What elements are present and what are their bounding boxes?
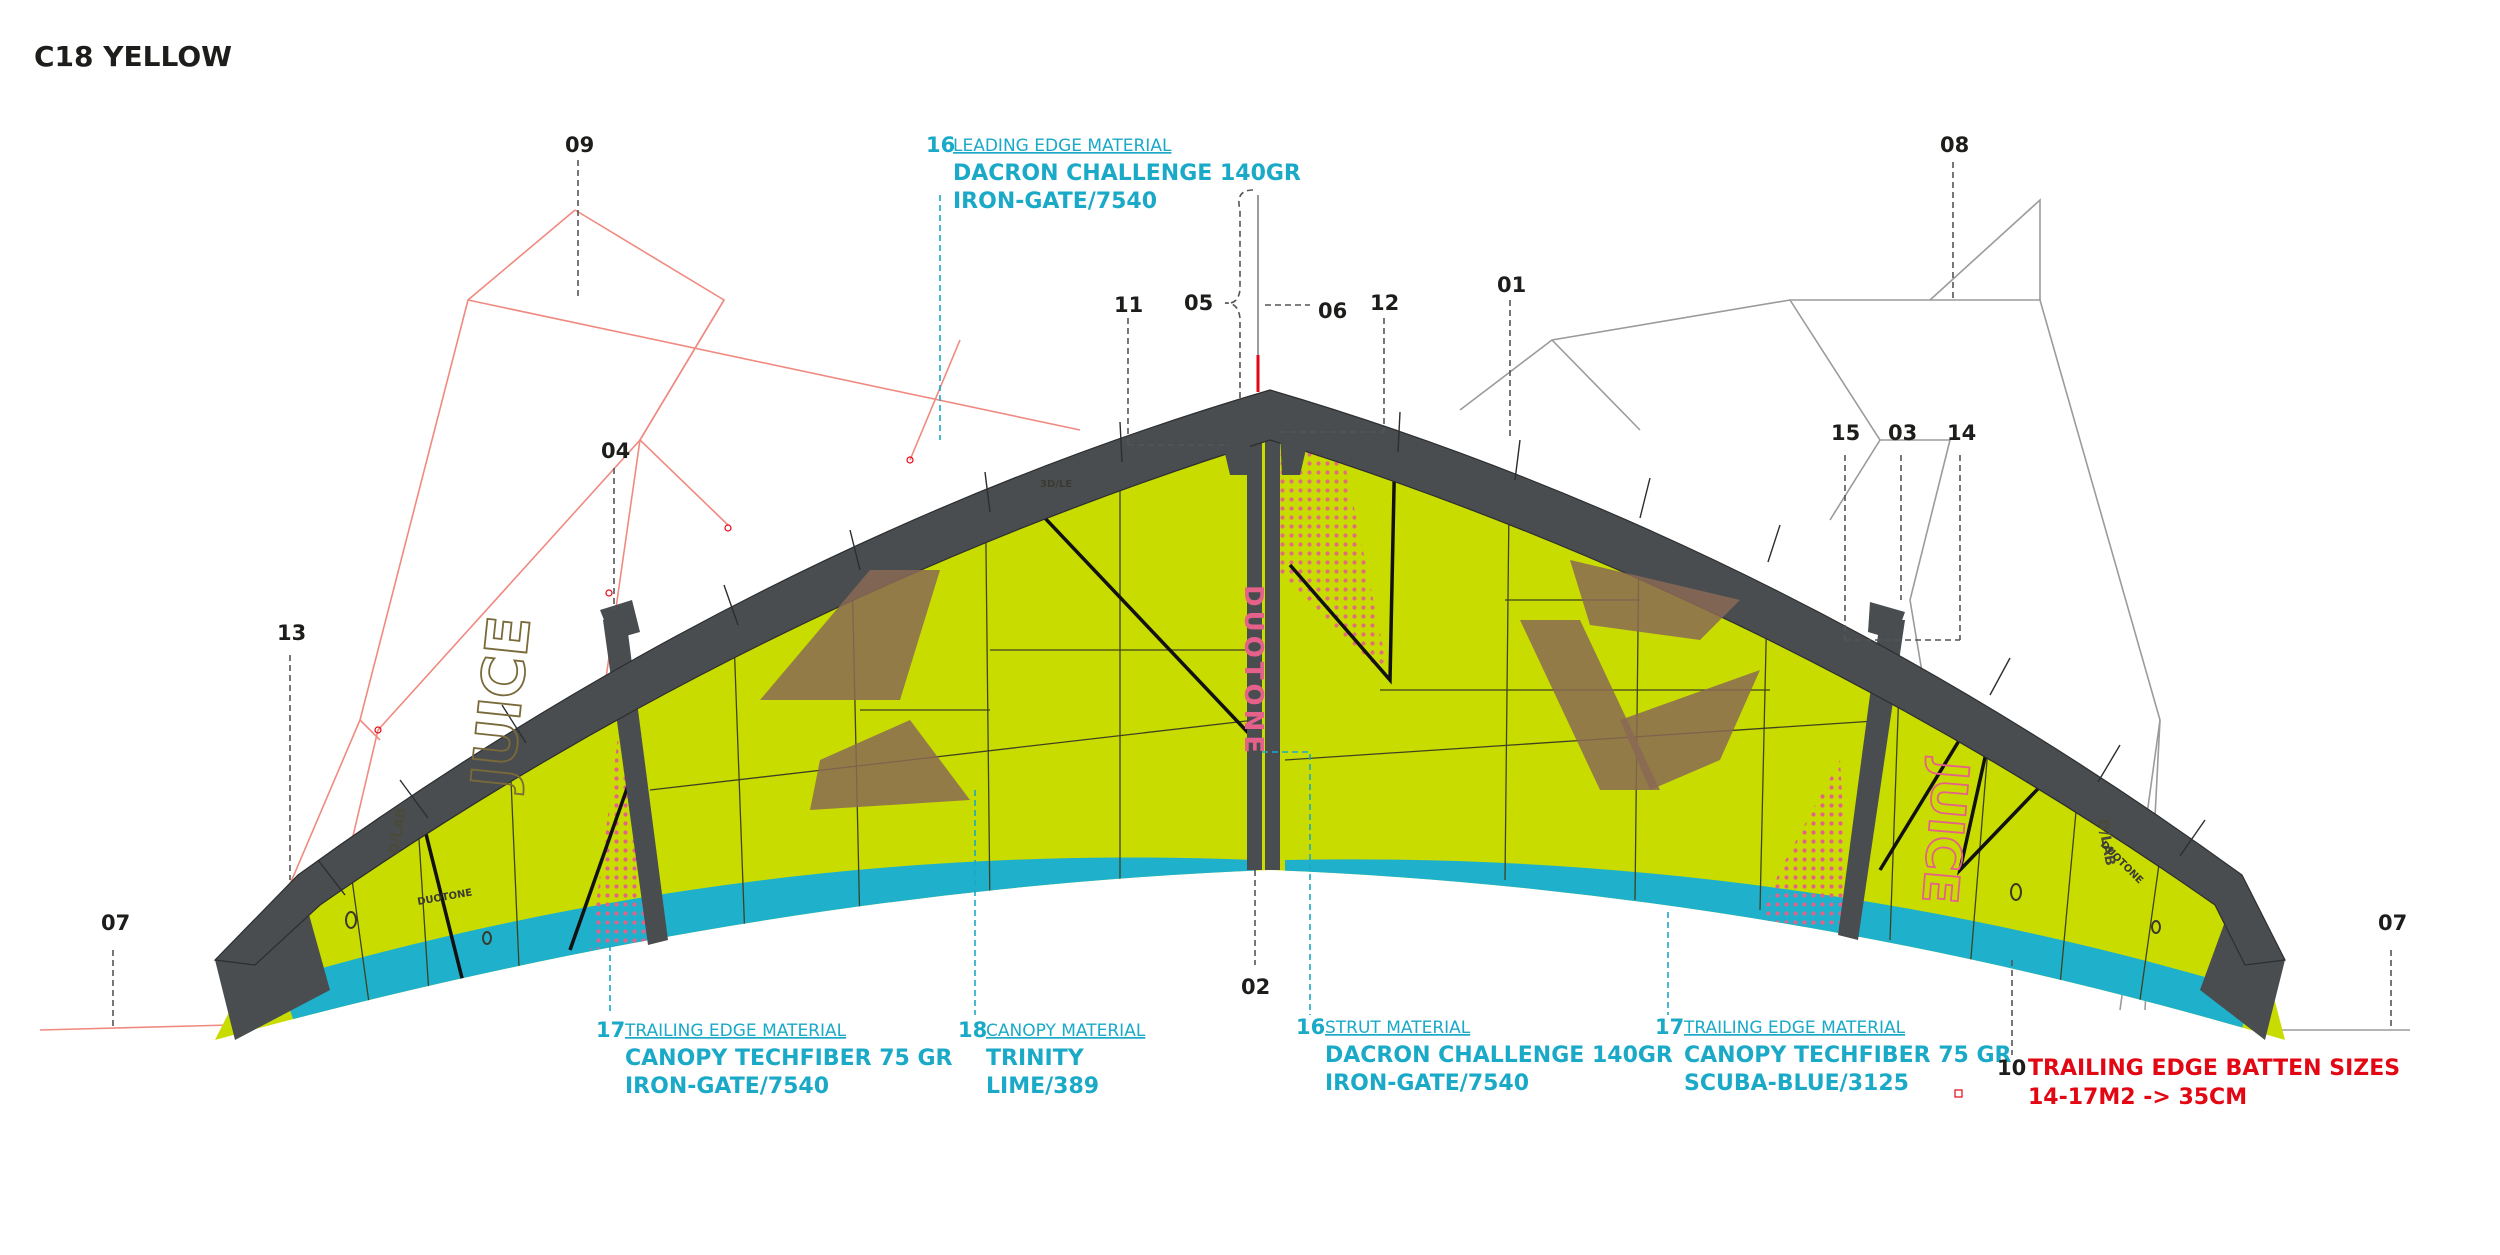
callout-leading-edge-material: 16 LEADING EDGE MATERIAL DACRON CHALLENG… <box>926 133 1301 214</box>
callout-01: 01 <box>1497 273 1526 297</box>
svg-text:STRUT MATERIAL: STRUT MATERIAL <box>1325 1018 1471 1038</box>
svg-text:IRON-GATE/7540: IRON-GATE/7540 <box>953 189 1157 214</box>
svg-text:10: 10 <box>1997 1056 2026 1080</box>
svg-text:TRAILING EDGE MATERIAL: TRAILING EDGE MATERIAL <box>1683 1018 1906 1038</box>
svg-text:IRON-GATE/7540: IRON-GATE/7540 <box>1325 1071 1529 1096</box>
svg-text:17: 17 <box>1655 1015 1684 1039</box>
callout-07-left: 07 <box>101 911 130 935</box>
canopy-logo-left <box>760 570 970 810</box>
svg-text:TRINITY: TRINITY <box>986 1046 1085 1071</box>
callout-15: 15 <box>1831 421 1860 445</box>
callout-11: 11 <box>1114 293 1143 317</box>
kite-body: DUOTONE JUICE JUICE D/LAB D/LAB DUOTONE … <box>213 389 2286 1040</box>
callout-09: 09 <box>565 133 594 157</box>
callout-03: 03 <box>1888 421 1917 445</box>
callout-strut-material: 16 STRUT MATERIAL DACRON CHALLENGE 140GR… <box>1296 1015 1673 1096</box>
svg-text:SCUBA-BLUE/3125: SCUBA-BLUE/3125 <box>1684 1071 1909 1096</box>
brand-vertical: DUOTONE <box>1238 585 1268 757</box>
canopy-logo-right <box>1520 560 1760 790</box>
page-title: C18 YELLOW <box>34 40 232 73</box>
callout-06: 06 <box>1318 299 1347 323</box>
svg-text:LIME/389: LIME/389 <box>986 1074 1099 1099</box>
svg-text:IRON-GATE/7540: IRON-GATE/7540 <box>625 1074 829 1099</box>
callout-canopy-material: 18 CANOPY MATERIAL TRINITY LIME/389 <box>958 1018 1146 1099</box>
callout-07-right: 07 <box>2378 911 2407 935</box>
panel-marking: 3D/LE <box>1040 479 1072 490</box>
svg-text:CANOPY TECHFIBER 75 GR: CANOPY TECHFIBER 75 GR <box>625 1046 953 1071</box>
canopy-attachment-rings <box>345 883 2161 945</box>
callout-leaders-black <box>112 160 2392 1055</box>
callout-02: 02 <box>1241 975 1270 999</box>
svg-text:16: 16 <box>1296 1015 1325 1039</box>
callout-12: 12 <box>1370 291 1399 315</box>
svg-text:CANOPY TECHFIBER 75 GR: CANOPY TECHFIBER 75 GR <box>1684 1043 2012 1068</box>
callout-08: 08 <box>1940 133 1969 157</box>
svg-text:TRAILING EDGE BATTEN SIZES: TRAILING EDGE BATTEN SIZES <box>2028 1056 2400 1081</box>
svg-text:14-17M2 -> 35CM: 14-17M2 -> 35CM <box>2028 1085 2247 1110</box>
callout-trailing-edge-material-right: 17 TRAILING EDGE MATERIAL CANOPY TECHFIB… <box>1655 1015 2012 1096</box>
svg-text:18: 18 <box>958 1018 987 1042</box>
model-logo-right: JUICE <box>1911 756 1979 906</box>
svg-text:17: 17 <box>596 1018 625 1042</box>
leading-edge-segments <box>317 411 2206 896</box>
callout-04: 04 <box>601 439 630 463</box>
svg-text:16: 16 <box>926 133 955 157</box>
svg-text:CANOPY MATERIAL: CANOPY MATERIAL <box>986 1021 1146 1041</box>
callout-leaders-cyan <box>609 195 1669 1015</box>
callout-14: 14 <box>1947 421 1976 445</box>
svg-text:DACRON CHALLENGE 140GR: DACRON CHALLENGE 140GR <box>953 161 1301 186</box>
callout-batten-sizes: 10 TRAILING EDGE BATTEN SIZES 14-17M2 ->… <box>1954 1056 2400 1110</box>
callout-13: 13 <box>277 621 306 645</box>
callout-05: 05 <box>1184 291 1213 315</box>
svg-text:TRAILING EDGE MATERIAL: TRAILING EDGE MATERIAL <box>624 1021 847 1041</box>
svg-text:DACRON CHALLENGE 140GR: DACRON CHALLENGE 140GR <box>1325 1043 1673 1068</box>
svg-text:LEADING EDGE MATERIAL: LEADING EDGE MATERIAL <box>953 136 1172 156</box>
callout-trailing-edge-material-left: 17 TRAILING EDGE MATERIAL CANOPY TECHFIB… <box>596 1018 953 1099</box>
